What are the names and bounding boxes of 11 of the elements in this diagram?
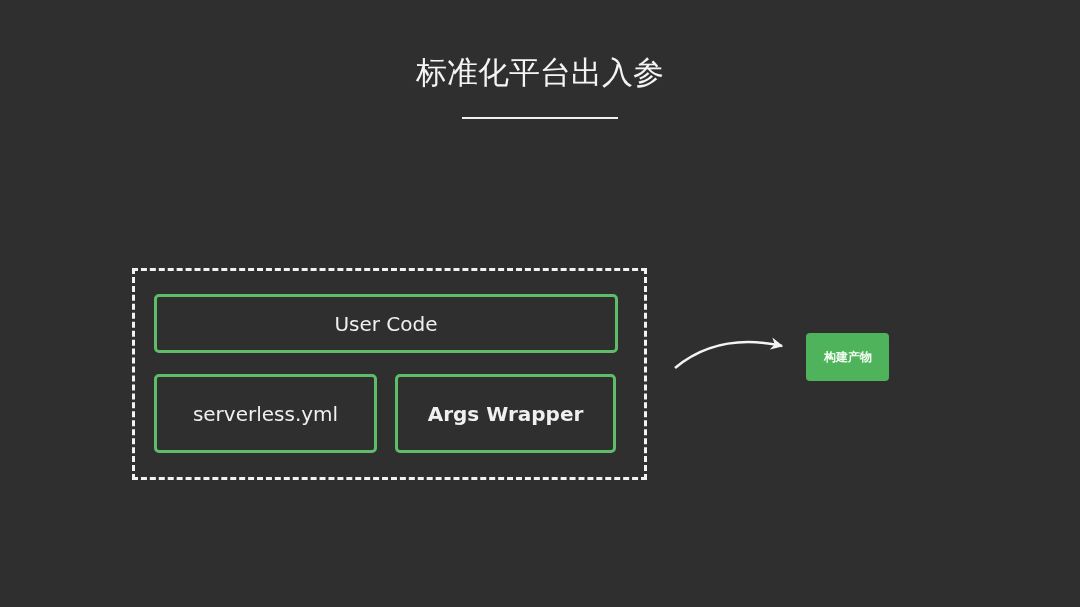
result-box [806, 333, 889, 381]
curved-arrow [674, 337, 784, 369]
slide-title: 标准化平台出入参 [415, 53, 665, 92]
box-label: 构建产物 [823, 348, 872, 366]
box-label: Args Wrapper [427, 401, 584, 426]
dashed-group-box [132, 268, 647, 480]
component-box [154, 374, 377, 453]
box-label: serverless.yml [192, 401, 339, 426]
box-label: User Code [334, 311, 438, 336]
component-box [395, 374, 616, 453]
component-box [154, 294, 618, 353]
